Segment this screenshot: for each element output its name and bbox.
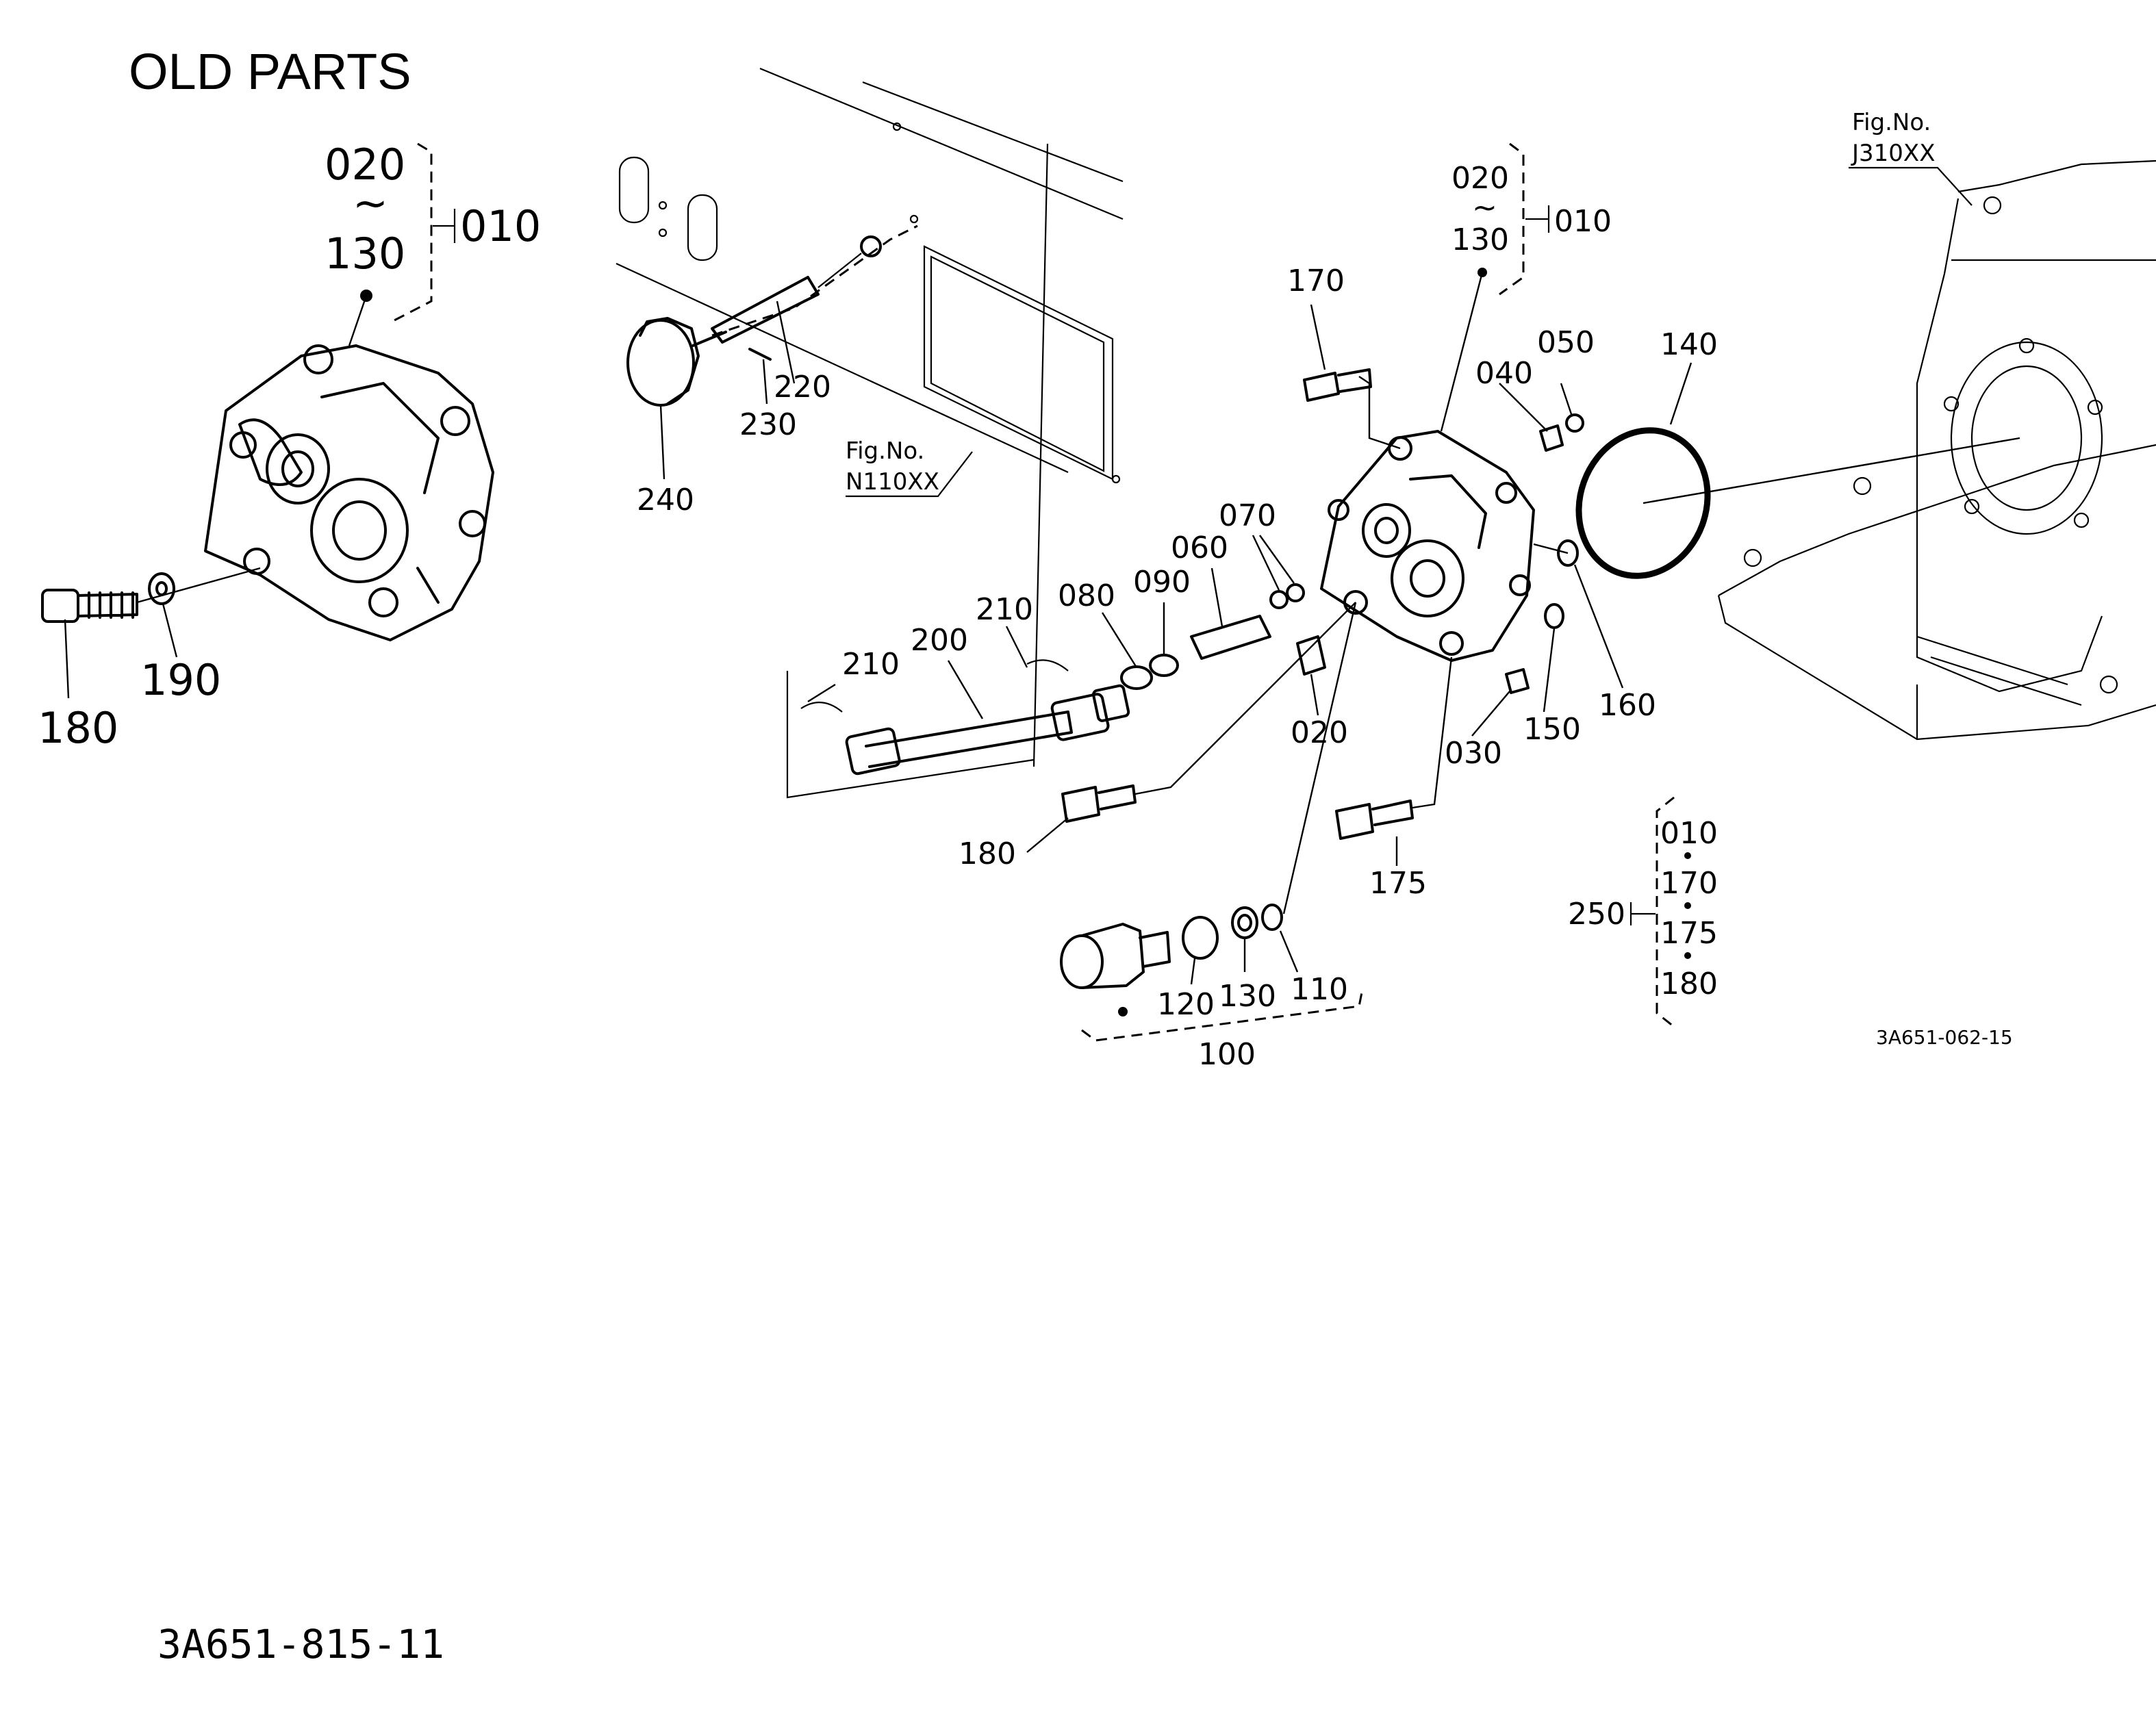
kit-number-label: 250 bbox=[1568, 897, 1625, 932]
linkage-callouts: 210 200 210 080 090 060 070 bbox=[807, 498, 1295, 719]
control-shaft bbox=[711, 235, 882, 361]
callout-150: 150 bbox=[1523, 712, 1581, 747]
new-group-bracket: 020 ~ 130 010 bbox=[1440, 142, 1612, 432]
page-code: 3A651-815-11 bbox=[157, 1621, 444, 1667]
callout-110: 110 bbox=[1291, 972, 1348, 1007]
callout-210-right: 210 bbox=[976, 592, 1033, 627]
callout-070: 070 bbox=[1219, 498, 1276, 533]
callout-175: 175 bbox=[1369, 866, 1427, 901]
old-assembly-label: 010 bbox=[460, 201, 541, 251]
housing-fasteners bbox=[1296, 368, 1584, 694]
callout-120: 120 bbox=[1157, 987, 1215, 1022]
fig-ref-n-code: N110XX bbox=[846, 468, 939, 496]
callout-220: 220 bbox=[774, 370, 831, 405]
old-washer-label: 190 bbox=[140, 655, 221, 705]
old-parts-group-bracket: 020 ~ 130 010 bbox=[325, 140, 541, 346]
old-group-tilde: ~ bbox=[353, 178, 388, 228]
old-bolt-label: 180 bbox=[38, 703, 118, 753]
group-tilde: ~ bbox=[1472, 190, 1497, 225]
callout-240: 240 bbox=[637, 483, 694, 517]
callout-040: 040 bbox=[1475, 356, 1533, 391]
transmission-case bbox=[1533, 159, 2156, 741]
callout-180: 180 bbox=[959, 836, 1016, 871]
callout-200: 200 bbox=[911, 623, 968, 658]
callout-060: 060 bbox=[1171, 530, 1228, 565]
old-group-from-label: 020 bbox=[325, 140, 405, 190]
callout-030: 030 bbox=[1445, 736, 1502, 771]
callout-170: 170 bbox=[1287, 264, 1345, 298]
callout-100: 100 bbox=[1198, 1037, 1256, 1072]
callout-130: 130 bbox=[1219, 979, 1276, 1014]
old-group-to-label: 130 bbox=[325, 229, 405, 279]
relief-valve-assembly: 120 130 110 100 bbox=[1060, 602, 1364, 1072]
dashboard-panel-outline bbox=[616, 67, 1124, 799]
shaft-callouts: 220 230 240 bbox=[637, 300, 831, 517]
callout-230: 230 bbox=[739, 407, 797, 442]
callout-050: 050 bbox=[1537, 325, 1595, 360]
fig-ref-j310xx: Fig.No. J310XX bbox=[1849, 109, 1973, 206]
group-from-label: 020 bbox=[1451, 161, 1509, 196]
fig-ref-n-caption: Fig.No. bbox=[846, 437, 924, 465]
callout-020: 020 bbox=[1291, 715, 1348, 750]
callout-160: 160 bbox=[1599, 688, 1656, 723]
kit-250-bracket: 250 010 170 175 180 bbox=[1568, 796, 1718, 1028]
fig-ref-n110xx: Fig.No. N110XX bbox=[846, 437, 973, 498]
shaft-and-rings bbox=[1120, 583, 1305, 690]
kit-item-1: 010 bbox=[1660, 816, 1718, 851]
fig-ref-j-caption: Fig.No. bbox=[1852, 109, 1931, 136]
bolts-180-175: 180 175 bbox=[959, 602, 1453, 901]
housing-callouts: 170 040 050 140 020 030 150 160 bbox=[1287, 264, 1718, 771]
callout-210-left: 210 bbox=[842, 647, 900, 682]
callout-080: 080 bbox=[1058, 578, 1115, 613]
callout-090: 090 bbox=[1133, 565, 1191, 600]
new-pump-housing bbox=[1320, 430, 1535, 662]
fig-ref-j-code: J310XX bbox=[1851, 140, 1936, 167]
callout-140: 140 bbox=[1660, 327, 1718, 362]
universal-joint-shaft bbox=[800, 659, 1130, 776]
old-parts-title: OLD PARTS bbox=[129, 43, 411, 100]
control-knob bbox=[626, 317, 727, 407]
kit-item-2: 170 bbox=[1660, 866, 1718, 901]
o-ring-140 bbox=[1575, 427, 1711, 579]
old-bolt-and-washer: 180 190 bbox=[38, 567, 261, 753]
kit-item-3: 175 bbox=[1660, 916, 1718, 951]
kit-item-4: 180 bbox=[1660, 967, 1718, 1001]
group-to-label: 130 bbox=[1451, 222, 1509, 257]
old-pump-housing bbox=[204, 344, 494, 641]
assembly-label: 010 bbox=[1554, 204, 1612, 239]
drawing-code: 3A651-062-15 bbox=[1876, 1026, 2013, 1049]
